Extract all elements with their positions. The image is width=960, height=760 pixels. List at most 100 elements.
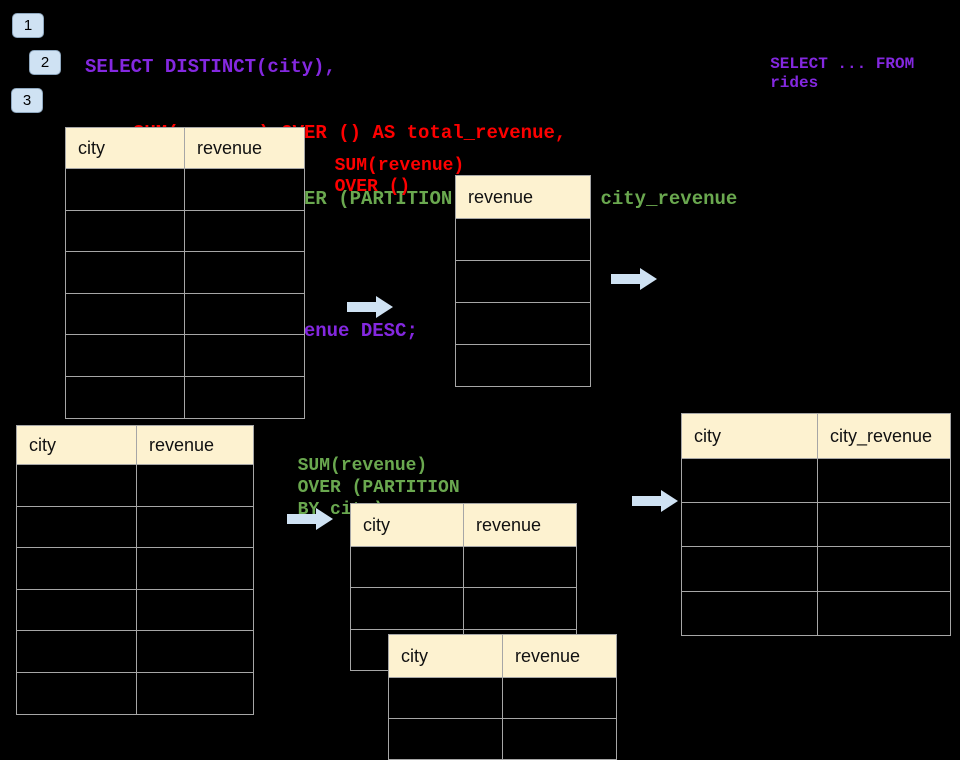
column-header-city: city (389, 635, 503, 677)
table-cell-empty (185, 294, 304, 335)
column-header-city: city (17, 426, 137, 464)
table-cell-empty (682, 547, 818, 591)
table-cell-empty (456, 345, 590, 386)
table-row (682, 590, 950, 635)
table-header-row: city revenue (389, 635, 616, 677)
table-row (456, 260, 590, 302)
table-cell-empty (351, 588, 464, 629)
table-row (682, 502, 950, 547)
table-row (17, 588, 253, 631)
table-row (456, 218, 590, 260)
table-cell-empty (185, 211, 304, 252)
table-row (351, 546, 576, 588)
column-header-revenue: revenue (468, 186, 534, 207)
table-cell-empty (456, 303, 590, 344)
total-revenue-table: revenue (455, 175, 591, 387)
table-cell-empty (17, 631, 137, 672)
table-cell-empty (137, 507, 253, 548)
side-note-line-2: rides (770, 74, 819, 92)
side-note-select-from-rides: SELECT ... FROM rides (751, 36, 914, 93)
table-header-row: city city_revenue (682, 414, 950, 458)
table-cell-empty (682, 503, 818, 547)
annotation-total-line-2: OVER () (334, 177, 411, 197)
table-row (17, 671, 253, 714)
table-row (17, 464, 253, 506)
table-cell-empty (66, 169, 185, 210)
table-cell-empty (66, 210, 185, 252)
table-cell-empty (137, 548, 253, 589)
side-note-line-1: SELECT ... FROM (770, 55, 915, 73)
column-header-city-revenue: city_revenue (830, 425, 933, 446)
table-row (389, 677, 616, 718)
table-body (17, 464, 253, 714)
table-cell-empty (456, 261, 590, 302)
step-badge-1: 1 (12, 13, 44, 38)
partition-table-overlay: city revenue (388, 634, 617, 760)
table-cell-empty (185, 169, 304, 210)
table-cell-empty (137, 465, 253, 506)
table-cell-empty (66, 293, 185, 335)
table-cell-empty (389, 719, 503, 759)
table-cell-empty (185, 252, 304, 293)
table-cell-empty (137, 590, 253, 631)
table-cell-empty (682, 591, 818, 635)
table-body (682, 458, 950, 635)
table-cell-empty (137, 631, 253, 672)
table-header-row: city revenue (66, 128, 304, 168)
arrow-right-icon (347, 296, 393, 318)
annotation-partition-line-1: SUM(revenue) (297, 456, 428, 476)
step-badge-2: 2 (29, 50, 61, 75)
table-cell-empty (137, 673, 253, 714)
table-row (456, 302, 590, 344)
table-cell-empty (17, 506, 137, 548)
column-header-revenue: revenue (515, 645, 581, 666)
source-table-top: city revenue (65, 127, 305, 419)
arrow-right-icon (611, 268, 657, 290)
arrow-right-icon (287, 508, 333, 530)
table-cell-empty (464, 588, 576, 628)
table-header-row: city revenue (17, 426, 253, 464)
table-cell-empty (17, 589, 137, 631)
table-cell-empty (66, 376, 185, 418)
table-row (389, 718, 616, 759)
table-cell-empty (185, 377, 304, 418)
table-cell-empty (185, 335, 304, 376)
table-row (66, 168, 304, 210)
table-cell-empty (818, 459, 950, 502)
table-cell-empty (66, 252, 185, 293)
column-header-revenue: revenue (197, 137, 263, 158)
table-row (456, 344, 590, 386)
column-header-city: city (351, 504, 464, 546)
table-row (17, 547, 253, 589)
column-header-city: city (682, 414, 818, 458)
table-cell-empty (17, 672, 137, 714)
table-row (682, 546, 950, 591)
table-row (66, 375, 304, 418)
table-row (351, 587, 576, 629)
table-cell-empty (682, 459, 818, 503)
table-cell-empty (17, 465, 137, 506)
column-header-city: city (66, 128, 185, 168)
table-cell-empty (456, 219, 590, 260)
table-cell-empty (66, 335, 185, 376)
table-row (66, 292, 304, 335)
column-header-revenue: revenue (149, 434, 215, 455)
table-row (66, 251, 304, 293)
table-row (17, 630, 253, 672)
annotation-partition-line-2: OVER (PARTITION (297, 478, 460, 498)
arrow-right-icon (632, 490, 678, 512)
table-body (389, 677, 616, 759)
table-body (66, 168, 304, 418)
table-row (17, 505, 253, 548)
table-cell-empty (389, 678, 503, 718)
table-row (66, 334, 304, 376)
table-row (66, 209, 304, 252)
table-cell-empty (503, 678, 616, 718)
step-badge-3: 3 (11, 88, 43, 113)
table-cell-empty (818, 547, 950, 590)
table-cell-empty (818, 503, 950, 546)
annotation-total-line-1: SUM(revenue) (334, 156, 465, 176)
table-cell-empty (464, 547, 576, 587)
source-table-bottom: city revenue (16, 425, 254, 715)
table-row (682, 458, 950, 503)
